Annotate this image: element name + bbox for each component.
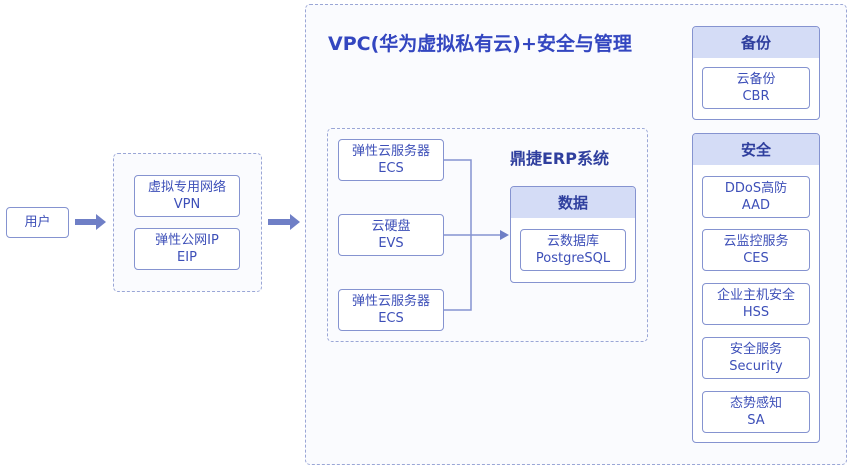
security-panel-title: 安全	[740, 141, 771, 159]
sa-name: 态势感知	[729, 396, 782, 411]
eip-node: 弹性公网IP EIP	[134, 228, 240, 270]
hss-name: 企业主机安全	[716, 288, 795, 303]
hss-node: 企业主机安全 HSS	[702, 283, 810, 325]
security-service-name: 安全服务	[729, 342, 782, 357]
backup-panel-title: 备份	[740, 34, 771, 52]
evs-node: 云硬盘 EVS	[338, 214, 444, 256]
ecs-1-code: ECS	[378, 161, 404, 176]
vpn-node: 虚拟专用网络 VPN	[134, 175, 240, 217]
ces-name: 云监控服务	[723, 234, 789, 249]
sa-node: 态势感知 SA	[702, 391, 810, 433]
eip-code: EIP	[177, 250, 197, 265]
ecs-node-2: 弹性云服务器 ECS	[338, 289, 444, 331]
ecs-2-code: ECS	[378, 311, 404, 326]
cbr-code: CBR	[742, 89, 770, 104]
rds-node: 云数据库 PostgreSQL	[520, 229, 626, 271]
arrow-user-to-access	[75, 214, 106, 230]
vpn-name: 虚拟专用网络	[147, 180, 226, 195]
vpn-code: VPN	[173, 197, 201, 212]
arrow-head-to-data	[500, 230, 509, 240]
user-node: 用户	[6, 207, 69, 238]
security-service-node: 安全服务 Security	[702, 337, 810, 379]
ecs-node-1: 弹性云服务器 ECS	[338, 139, 444, 181]
data-panel-header: 数据	[511, 187, 635, 218]
data-panel-title: 数据	[557, 194, 588, 212]
security-panel-header: 安全	[693, 134, 819, 165]
ces-code: CES	[743, 251, 769, 266]
ecs-1-name: 弹性云服务器	[351, 144, 430, 159]
hss-code: HSS	[742, 305, 770, 320]
security-service-code: Security	[729, 359, 783, 374]
cbr-name: 云备份	[736, 72, 776, 87]
cbr-node: 云备份 CBR	[702, 67, 810, 109]
eip-name: 弹性公网IP	[155, 233, 219, 248]
user-label: 用户	[24, 215, 51, 230]
ecs-2-name: 弹性云服务器	[351, 294, 430, 309]
erp-title: 鼎捷ERP系统	[510, 149, 609, 168]
rds-name: 云数据库	[546, 234, 599, 249]
arrow-access-to-vpc	[268, 214, 300, 230]
evs-code: EVS	[378, 236, 404, 251]
aad-name: DDoS高防	[724, 181, 788, 196]
compute-to-data-connector	[444, 159, 503, 311]
sa-code: SA	[747, 413, 765, 428]
aad-code: AAD	[741, 198, 771, 213]
evs-name: 云硬盘	[371, 219, 411, 234]
ces-node: 云监控服务 CES	[702, 229, 810, 271]
vpc-title: VPC(华为虚拟私有云)+安全与管理	[328, 33, 632, 55]
backup-panel-header: 备份	[693, 27, 819, 58]
rds-code: PostgreSQL	[535, 251, 611, 266]
aad-node: DDoS高防 AAD	[702, 176, 810, 218]
